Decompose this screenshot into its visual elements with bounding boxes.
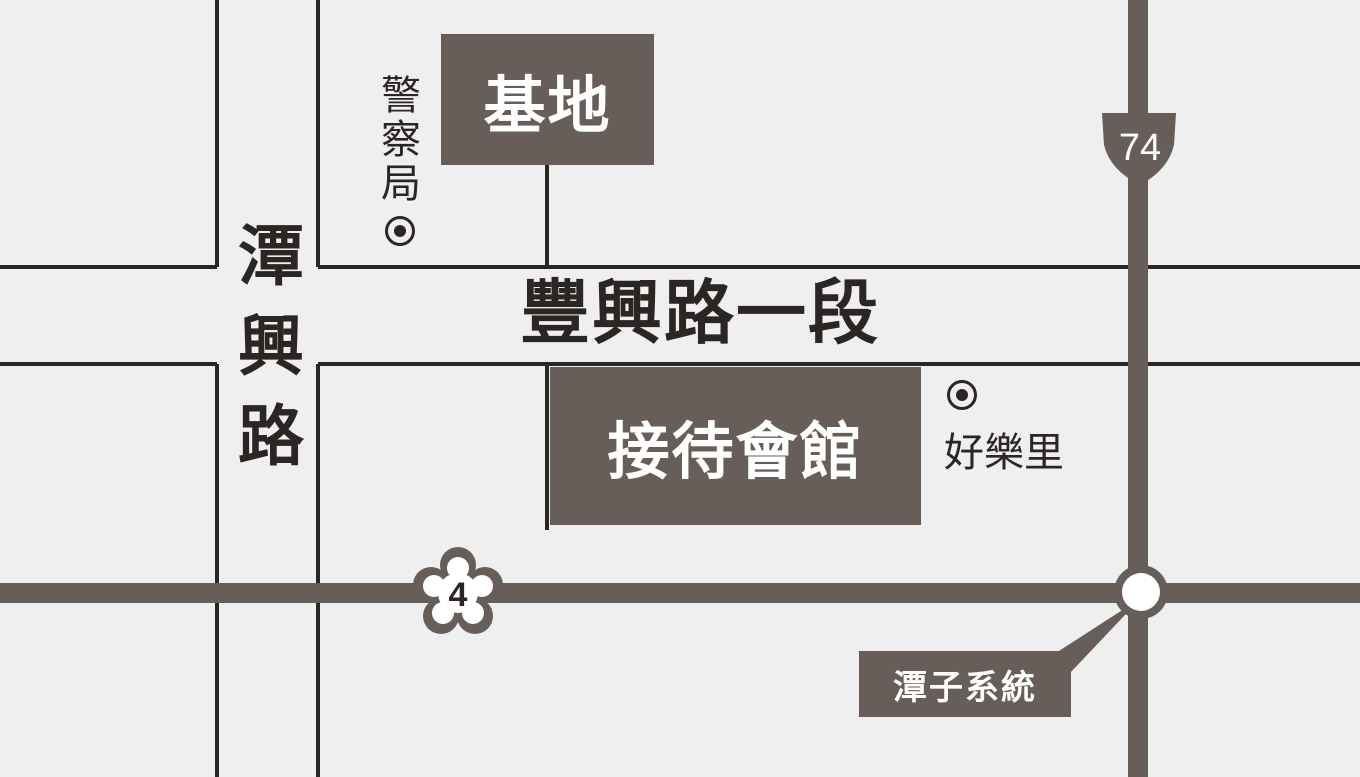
road-char: 興 xyxy=(238,308,304,385)
poi-char: 局 xyxy=(381,161,421,207)
interchange-label: 潭子系統 xyxy=(859,651,1071,717)
north-south-road-label: 潭 興 路 xyxy=(236,212,306,482)
interchange-icon xyxy=(1114,565,1168,619)
highway-shield-icon: 74 xyxy=(1102,113,1176,185)
reception-hall-label: 接待會館 xyxy=(550,367,921,525)
neighborhood-label: 好樂里 xyxy=(944,430,1064,476)
road-char: 潭 xyxy=(238,218,304,295)
provincial-shield-icon: 4 xyxy=(413,547,503,634)
road-char: 路 xyxy=(238,398,304,475)
provincial-number: 4 xyxy=(449,576,468,614)
poi-char: 察 xyxy=(381,117,421,163)
poi-marker-icon xyxy=(385,216,415,246)
provincial-road-4 xyxy=(0,583,1360,603)
main-road-label: 豐興路一段 xyxy=(520,272,880,354)
highway-number: 74 xyxy=(1119,127,1161,169)
poi-char: 警 xyxy=(381,73,421,119)
site-label: 基地 xyxy=(441,34,654,165)
police-station-label: 警 察 局 xyxy=(378,74,424,206)
poi-marker-icon xyxy=(947,380,977,410)
